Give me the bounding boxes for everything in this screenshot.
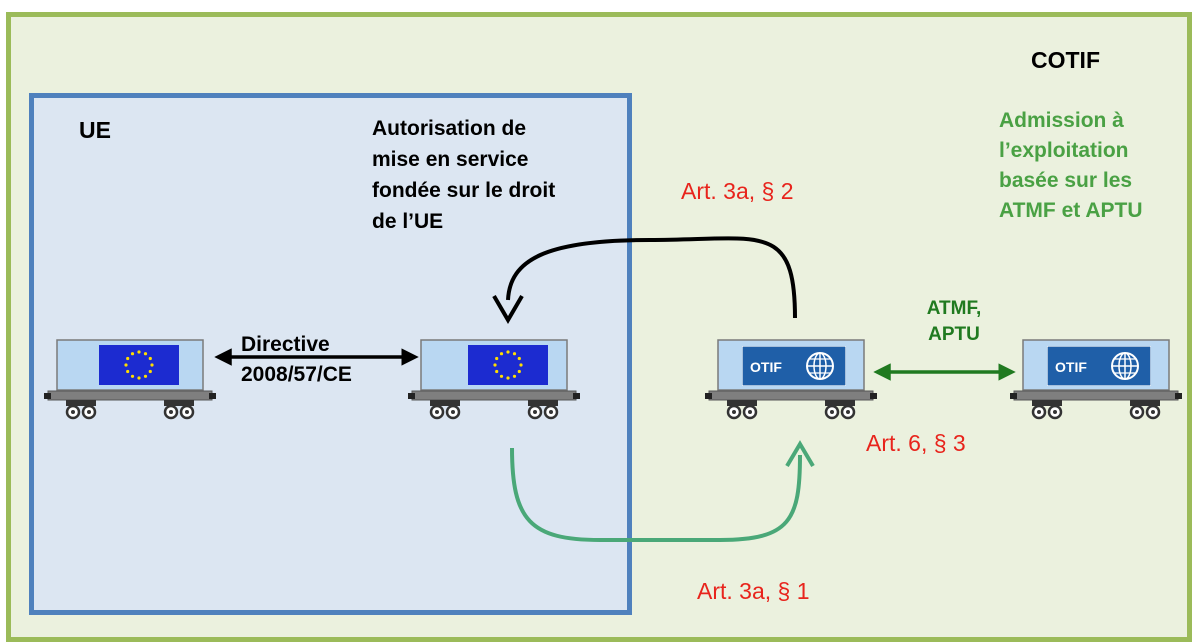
cotif-description: Admission à l’exploitation basée sur les… bbox=[999, 109, 1143, 222]
atmf-aptu-label: ATMF, APTU bbox=[926, 298, 982, 345]
art-6-3-label: Art. 6, § 3 bbox=[866, 430, 966, 456]
eu-wagon-left bbox=[44, 338, 216, 420]
art-3a-1-arrow bbox=[510, 447, 802, 542]
eu-flag-icon bbox=[468, 345, 548, 385]
eu-flag-icon bbox=[99, 345, 179, 385]
eu-wagon-right bbox=[408, 338, 580, 420]
art-3a-2-label: Art. 3a, § 2 bbox=[681, 178, 794, 204]
otif-wagon-right bbox=[1010, 338, 1182, 420]
otif-logo-icon bbox=[742, 346, 846, 386]
art-3a-1-arrowhead bbox=[785, 440, 815, 468]
otif-logo-icon bbox=[1047, 346, 1151, 386]
cotif-title: COTIF bbox=[1031, 47, 1100, 73]
ue-description: Autorisation de mise en service fondée s… bbox=[372, 117, 556, 233]
art-3a-2-arrowhead bbox=[492, 294, 524, 324]
art-3a-1-label: Art. 3a, § 1 bbox=[697, 578, 810, 604]
ue-title: UE bbox=[79, 117, 111, 143]
art-3a-2-arrow bbox=[506, 236, 797, 319]
otif-wagon-left bbox=[705, 338, 877, 420]
